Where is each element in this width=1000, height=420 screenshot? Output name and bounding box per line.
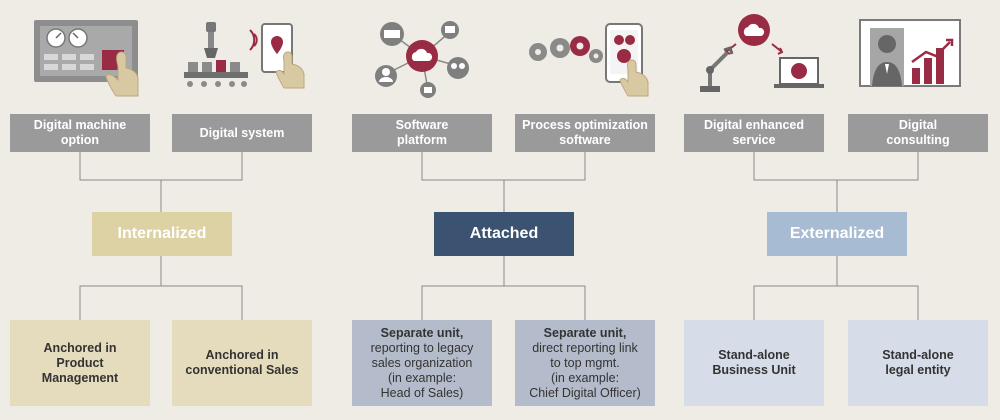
category-internalized: Internalized <box>92 212 232 256</box>
label-digital-system: Digital system <box>172 114 312 152</box>
consultant-chart-icon <box>859 19 961 87</box>
label-line: software <box>559 133 611 147</box>
label-line: service <box>732 133 776 147</box>
leaf-line: Business Unit <box>712 363 796 377</box>
label-line: Digital machine <box>33 118 127 132</box>
label-line: option <box>60 133 100 147</box>
leaf-line: to top mgmt. <box>550 355 620 370</box>
gears-tablet-icon <box>529 23 649 97</box>
category-attached: Attached <box>434 212 574 256</box>
label-line: Process optimization <box>522 118 648 132</box>
label-line: Digital system <box>199 125 285 140</box>
leaf-standalone-business-unit: Stand-alone Business Unit <box>684 320 824 406</box>
leaf-line: Head of Sales) <box>380 385 464 400</box>
leaf-line: Stand-alone <box>718 348 790 362</box>
leaf-separate-unit-top-mgmt: Separate unit, direct reporting link to … <box>515 320 655 406</box>
leaf-standalone-legal-entity: Stand-alone legal entity <box>848 320 988 406</box>
leaf-product-management: Anchored in Product Management <box>10 320 150 406</box>
leaf-line: Stand-alone <box>882 348 954 362</box>
label-line: Software <box>395 118 449 132</box>
leaf-title: Separate unit, <box>543 325 627 340</box>
machine-panel-icon <box>34 20 139 97</box>
leaf-title: Separate unit, <box>380 325 464 340</box>
label-line: Digital <box>898 118 938 132</box>
leaf-line: Anchored in <box>205 348 279 362</box>
leaf-line: reporting to legacy <box>370 340 474 355</box>
category-externalized: Externalized <box>767 212 907 256</box>
leaf-line: (in example: <box>387 370 457 385</box>
leaf-line: legal entity <box>885 363 951 377</box>
leaf-line: Product <box>56 355 104 370</box>
leaf-line: (in example: <box>550 370 620 385</box>
robot-cloud-laptop-icon <box>700 14 824 92</box>
leaf-line: Chief Digital Officer) <box>529 385 641 400</box>
label-line: platform <box>396 133 447 147</box>
leaf-conventional-sales: Anchored in conventional Sales <box>172 320 312 406</box>
leaf-line: conventional Sales <box>185 363 299 377</box>
leaf-line: Anchored in <box>43 340 117 355</box>
label-line: Digital enhanced <box>703 118 805 132</box>
leaf-line: sales organization <box>371 355 473 370</box>
factory-system-icon <box>184 22 305 89</box>
leaf-separate-unit-sales: Separate unit, reporting to legacy sales… <box>352 320 492 406</box>
label-line: consulting <box>886 133 950 147</box>
leaf-line: Management <box>41 370 119 385</box>
leaf-line: direct reporting link <box>532 340 638 355</box>
cloud-network-icon <box>375 21 469 98</box>
